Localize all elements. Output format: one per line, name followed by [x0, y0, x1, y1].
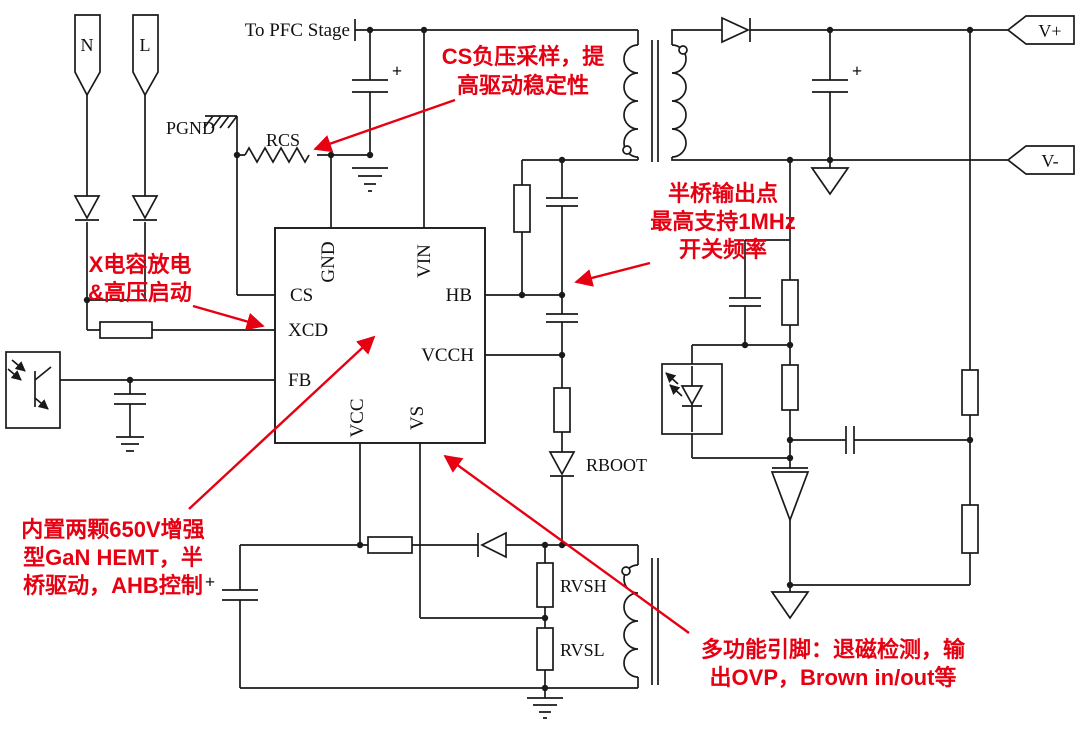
- wires: [60, 19, 1008, 698]
- rboot-label: RBOOT: [586, 455, 647, 475]
- diode-n: [73, 195, 101, 221]
- diode-aux: [477, 531, 507, 559]
- annotation-gan-arrow: [188, 335, 376, 510]
- input-terminal-l: [132, 14, 159, 97]
- ic-pin-vcc: VCC: [347, 398, 368, 437]
- annotation-cs-sense-line2: 高驱动稳定性: [457, 73, 589, 98]
- annotation-x-cap-arrow: [192, 304, 265, 331]
- annotation-x-cap: X电容放电 &高压启动: [88, 252, 265, 331]
- output-cap-polarity: +: [852, 61, 862, 81]
- ground-bulk: [352, 167, 388, 192]
- annotation-multi-pin-arrow: [443, 454, 690, 634]
- bulk-cap-polarity: +: [392, 61, 402, 81]
- capacitor-comp: [845, 426, 855, 454]
- resistor-bootstrap: [553, 387, 571, 433]
- ic-pin-hb: HB: [446, 285, 472, 306]
- resistor-rvsl: [536, 627, 554, 671]
- capacitor-bulk: [352, 79, 388, 93]
- vcc-cap-polarity: +: [205, 572, 215, 592]
- ground-fb: [116, 436, 144, 452]
- ic-pin-gnd: GND: [318, 241, 339, 282]
- resistor-opto-parallel: [781, 364, 799, 411]
- capacitor-output: [812, 79, 848, 93]
- ground-pgnd: [203, 115, 238, 129]
- controller-ic: [274, 227, 486, 444]
- ground-output: [810, 167, 850, 196]
- rcs-label: RCS: [266, 130, 300, 150]
- output-terminal-vplus: [1006, 15, 1075, 45]
- shunt-regulator: [770, 467, 810, 523]
- rvsh-label: RVSH: [560, 576, 607, 596]
- capacitor-speedup: [729, 297, 761, 307]
- resistor-opto-bias: [781, 279, 799, 326]
- ic-pin-cs: CS: [290, 285, 313, 306]
- resistor-xcd: [99, 321, 153, 339]
- output-terminal-vminus: [1006, 145, 1075, 175]
- annotation-cs-sense: CS负压采样，提 高驱动稳定性: [313, 44, 606, 153]
- optocoupler-emitter: [661, 363, 723, 435]
- ic-pin-vin: VIN: [414, 244, 435, 278]
- junction-dots: [83, 26, 974, 692]
- main-transformer: [622, 40, 688, 162]
- annotation-cs-sense-line1: CS负压采样，提: [442, 44, 606, 69]
- annotation-x-cap-line2: &高压启动: [88, 280, 192, 305]
- rvsl-label: RVSL: [560, 640, 605, 660]
- ground-aux: [527, 697, 563, 719]
- annotation-multi-pin-line2: 出OVP，Brown in/out等: [710, 665, 957, 690]
- to-pfc-stage-label: To PFC Stage: [245, 20, 350, 41]
- annotation-half-bridge-line2: 最高支持1MHz: [650, 209, 795, 234]
- annotation-half-bridge-line3: 开关频率: [679, 237, 767, 262]
- vplus-label: V+: [1038, 21, 1061, 41]
- n-terminal-label: N: [81, 35, 94, 55]
- diode-rboot: [548, 451, 576, 477]
- vminus-label: V-: [1041, 151, 1058, 171]
- l-terminal-label: L: [140, 35, 151, 55]
- capacitor-vcc: [222, 589, 258, 601]
- annotation-half-bridge-line1: 半桥输出点: [668, 181, 778, 206]
- resistor-divider-bottom: [961, 504, 979, 554]
- annotation-gan-line3: 桥驱动，AHB控制: [23, 573, 203, 598]
- ground-secondary: [770, 591, 810, 620]
- capacitor-snubber: [546, 197, 578, 207]
- annotation-cs-sense-arrow: [313, 98, 456, 153]
- capacitor-bootstrap: [546, 313, 578, 323]
- resistor-vcc: [367, 536, 413, 554]
- annotation-gan: 内置两颗650V增强 型GaN HEMT，半 桥驱动，AHB控制: [21, 335, 376, 598]
- annotation-half-bridge-arrow: [574, 261, 651, 287]
- optocoupler-receiver: [5, 351, 61, 429]
- annotation-gan-line2: 型GaN HEMT，半: [23, 545, 203, 570]
- aux-winding: [621, 558, 659, 685]
- annotation-half-bridge: 半桥输出点 最高支持1MHz 开关频率: [574, 181, 796, 287]
- diode-l: [131, 195, 159, 221]
- resistor-divider-top: [961, 369, 979, 416]
- annotation-x-cap-line1: X电容放电: [89, 252, 192, 277]
- input-terminal-n: [74, 14, 101, 97]
- resistor-rcs: [244, 146, 310, 164]
- resistor-snubber: [513, 184, 531, 233]
- diode-output: [721, 16, 751, 44]
- annotation-gan-line1: 内置两颗650V增强: [21, 517, 204, 542]
- resistor-rvsh: [536, 562, 554, 608]
- ic-pin-vcch: VCCH: [421, 345, 474, 366]
- ic-pin-vs: VS: [407, 406, 428, 430]
- pgnd-label: PGND: [166, 118, 215, 138]
- capacitor-fb: [114, 393, 146, 405]
- annotation-multi-pin-line1: 多功能引脚：退磁检测，输: [701, 637, 966, 662]
- annotation-multi-pin: 多功能引脚：退磁检测，输 出OVP，Brown in/out等: [443, 454, 966, 690]
- ic-pin-fb: FB: [288, 370, 311, 391]
- ic-pin-xcd: XCD: [288, 320, 328, 341]
